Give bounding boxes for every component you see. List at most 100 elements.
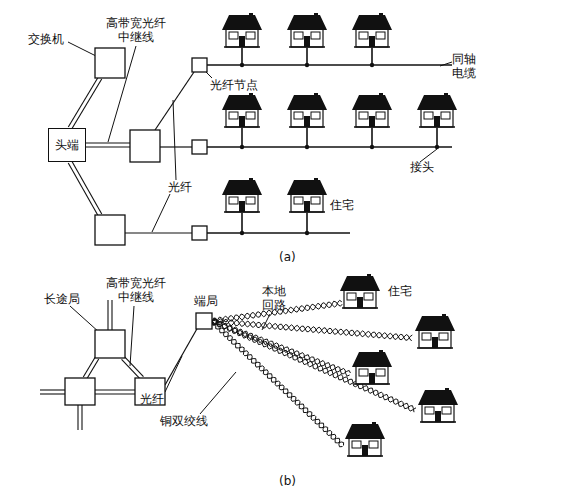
house-window (229, 32, 238, 39)
end-office-box (196, 313, 212, 329)
house-symbol (415, 314, 455, 348)
toll-office-box (95, 330, 125, 358)
house-wall (349, 437, 381, 456)
house-roof (352, 15, 392, 30)
callout-label: 高带宽光纤中继线 (104, 16, 168, 44)
coax-drop (371, 48, 373, 65)
fiber-trunk (81, 405, 82, 430)
house-wall (291, 193, 323, 212)
house-window (425, 407, 434, 414)
tap-dot (435, 145, 439, 149)
tap-dot (305, 145, 309, 149)
house-roof (352, 352, 392, 367)
house-base (354, 46, 390, 48)
house-roof (287, 180, 327, 195)
fiber-trunk (72, 161, 102, 214)
fiber-trunk (77, 405, 78, 430)
coax-drop (241, 48, 243, 65)
house-symbol (417, 93, 457, 127)
callout-label: (b) (279, 474, 296, 488)
twisted-pair (212, 319, 350, 374)
house-wall (226, 193, 258, 212)
house-wall (356, 28, 388, 47)
coax-drop (306, 48, 308, 65)
house-base (354, 383, 390, 385)
callout-label: 同轴电缆 (452, 52, 478, 80)
coax-drop (306, 213, 308, 233)
fiber-trunk (68, 163, 98, 216)
house-base (347, 455, 383, 457)
house-wall (291, 108, 323, 127)
tap-dot (305, 231, 309, 235)
house-symbol (418, 388, 458, 422)
house-wall (356, 365, 388, 384)
house-window (376, 369, 385, 376)
callout-label: 光纤 (140, 392, 164, 406)
house-door (304, 36, 310, 47)
tap-dot (240, 63, 244, 67)
house-symbol (287, 13, 327, 47)
house-symbol (345, 422, 385, 456)
house-base (289, 46, 325, 48)
house-window (294, 197, 303, 204)
house-roof (340, 276, 380, 291)
house-roof (287, 95, 327, 110)
house-window (294, 112, 303, 119)
fiber-node-box (192, 58, 207, 72)
fiber-node-box (192, 140, 207, 154)
house-wall (291, 28, 323, 47)
callout-label: 住宅 (330, 198, 354, 212)
fiber-trunk (95, 389, 135, 390)
house-window (246, 32, 255, 39)
callout-label: 端局 (194, 294, 218, 308)
house-door (434, 116, 440, 127)
house-window (311, 197, 320, 204)
house-door (304, 201, 310, 212)
house-door (432, 337, 438, 348)
callout-label: 高带宽光纤中继线 (104, 276, 168, 304)
leader-line (130, 306, 134, 366)
house-door (239, 201, 245, 212)
fiber-line (160, 146, 192, 147)
fiber-line (125, 232, 192, 233)
coax-drop (241, 128, 243, 147)
house-window (311, 112, 320, 119)
callout-label: 本地回路 (262, 284, 288, 312)
house-door (239, 36, 245, 47)
house-window (439, 333, 448, 340)
house-base (342, 307, 378, 309)
house-roof (345, 424, 385, 439)
fiber-trunk (111, 300, 112, 330)
fiber-trunk (40, 389, 65, 390)
house-base (224, 211, 260, 213)
house-base (224, 46, 260, 48)
fiber-trunk (87, 359, 99, 379)
callout-label: 光纤节点 (210, 78, 258, 92)
leader-line (165, 356, 182, 392)
house-door (239, 116, 245, 127)
house-symbol (287, 178, 327, 212)
house-base (289, 126, 325, 128)
leader-line (70, 306, 100, 333)
house-wall (422, 403, 454, 422)
house-wall (419, 329, 451, 348)
callout-label: 住宅 (388, 284, 412, 298)
leader-line (262, 314, 270, 330)
house-roof (417, 95, 457, 110)
house-window (352, 441, 361, 448)
tap-dot (370, 63, 374, 67)
leader-line (68, 42, 96, 56)
house-roof (287, 15, 327, 30)
toll-office-box (65, 378, 95, 405)
house-roof (222, 95, 262, 110)
house-roof (418, 390, 458, 405)
headend-box: 头端 (48, 128, 86, 162)
switch-box (95, 48, 125, 78)
house-base (289, 211, 325, 213)
callout-label: 交换机 (28, 32, 64, 46)
house-symbol (222, 13, 262, 47)
callout-label: 长途局 (44, 292, 80, 306)
coax-drop (241, 213, 243, 233)
